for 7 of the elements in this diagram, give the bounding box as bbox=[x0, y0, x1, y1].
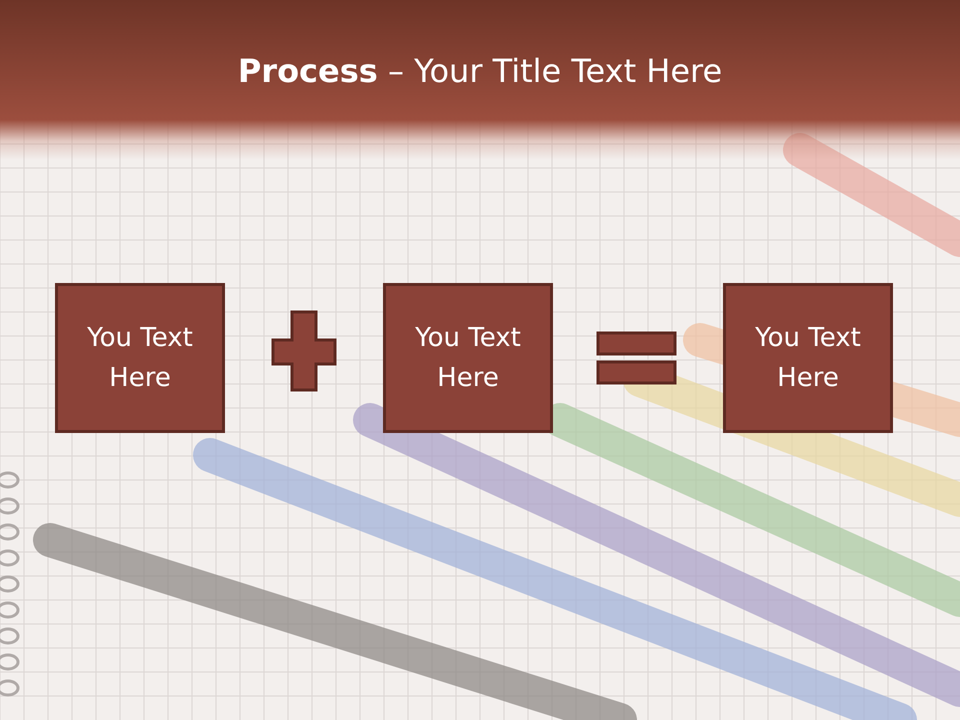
box-text: You Text Here bbox=[86, 322, 194, 395]
slide-title: Process – Your Title Text Here bbox=[236, 52, 724, 90]
box-text: You Text Here bbox=[754, 322, 862, 395]
process-box bbox=[383, 283, 553, 433]
process-box bbox=[723, 283, 893, 433]
process-box bbox=[55, 283, 225, 433]
box-text: You Text Here bbox=[414, 322, 522, 395]
